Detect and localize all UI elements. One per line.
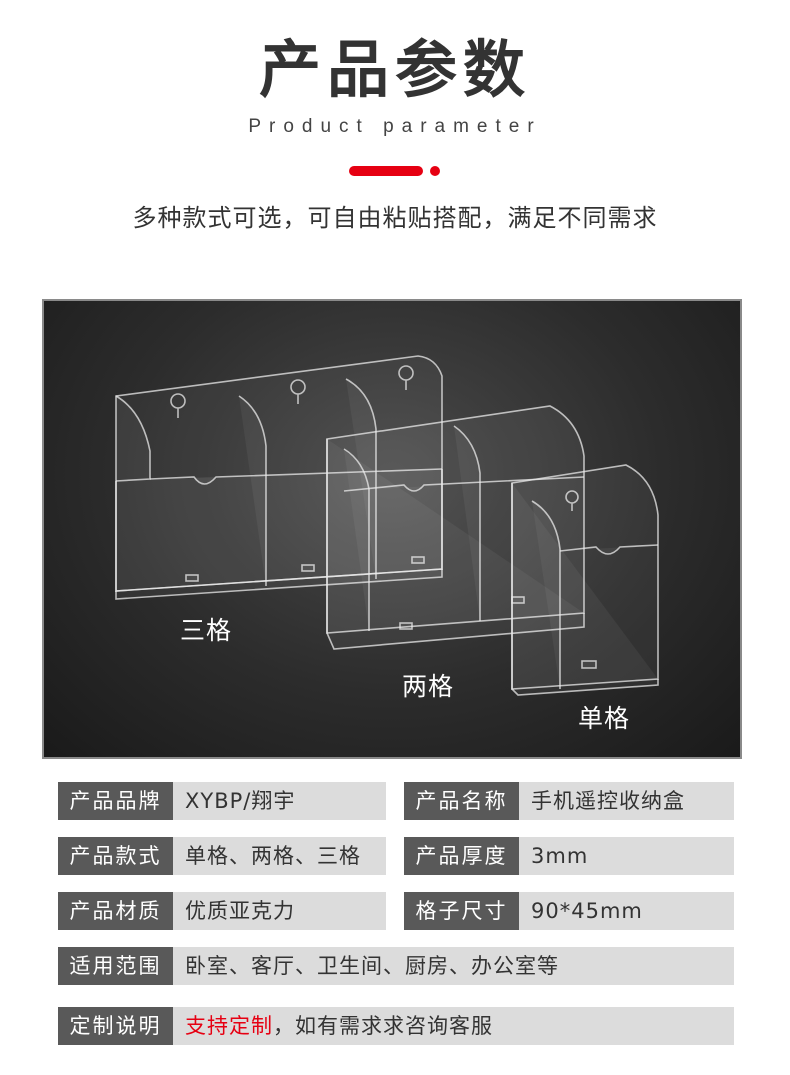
accent-dot: [430, 166, 440, 176]
page-subtitle: Product parameter: [248, 116, 542, 137]
spec-label: 适用范围: [58, 947, 173, 985]
spec-label: 产品厚度: [404, 837, 519, 875]
spec-label: 产品名称: [404, 782, 519, 820]
spec-value: 90*45mm: [519, 892, 734, 930]
page-title: 产品参数: [258, 33, 531, 106]
tagline: 多种款式可选，可自由粘贴搭配，满足不同需求: [132, 204, 658, 232]
spec-label: 产品品牌: [58, 782, 173, 820]
acrylic-boxes-illustration: [115, 355, 659, 696]
label-three-compartment: 三格: [180, 616, 233, 645]
custom-highlight: 支持定制: [185, 1014, 273, 1038]
spec-value: 3mm: [519, 837, 734, 875]
spec-value: 手机遥控收纳盒: [519, 782, 734, 820]
spec-row-scope: 适用范围 卧室、客厅、卫生间、厨房、办公室等: [58, 947, 734, 985]
label-single-compartment: 单格: [578, 704, 631, 733]
two-compartment-box: [326, 405, 585, 650]
spec-value: 卧室、客厅、卫生间、厨房、办公室等: [173, 947, 734, 985]
spec-value: 单格、两格、三格: [173, 837, 386, 875]
spec-row-style: 产品款式 单格、两格、三格: [58, 837, 386, 875]
spec-row-name: 产品名称 手机遥控收纳盒: [404, 782, 734, 820]
spec-row-brand: 产品品牌 XYBP/翔宇: [58, 782, 386, 820]
accent-bar: [349, 166, 423, 176]
spec-value: 支持定制，如有需求求咨询客服: [173, 1007, 734, 1045]
spec-label: 产品款式: [58, 837, 173, 875]
spec-row-custom: 定制说明 支持定制，如有需求求咨询客服: [58, 1007, 734, 1045]
spec-label: 格子尺寸: [404, 892, 519, 930]
spec-row-thickness: 产品厚度 3mm: [404, 837, 734, 875]
spec-value: XYBP/翔宇: [173, 782, 386, 820]
custom-note: ，如有需求求咨询客服: [273, 1014, 493, 1038]
product-photo: 三格 两格 单格: [42, 299, 742, 759]
spec-row-size: 格子尺寸 90*45mm: [404, 892, 734, 930]
three-compartment-box: [115, 355, 443, 600]
spec-label: 定制说明: [58, 1007, 173, 1045]
single-compartment-box: [511, 464, 659, 696]
spec-label: 产品材质: [58, 892, 173, 930]
label-two-compartment: 两格: [402, 672, 455, 701]
spec-row-material: 产品材质 优质亚克力: [58, 892, 386, 930]
spec-value: 优质亚克力: [173, 892, 386, 930]
